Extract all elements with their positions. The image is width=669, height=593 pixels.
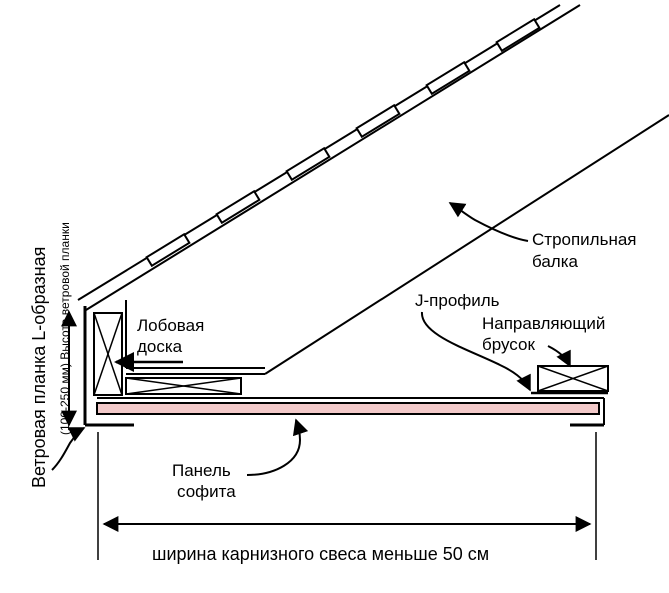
label-soffit-line1: Панель (172, 461, 231, 480)
label-rafter-line2: балка (532, 252, 579, 271)
label-fascia-line2: доска (137, 337, 183, 356)
label-soffit-line2: софита (177, 482, 236, 501)
dimension-lines (97, 432, 597, 560)
roof-shingles (145, 17, 541, 268)
soffit-panel (96, 397, 604, 415)
leader-soffit (246, 418, 309, 476)
label-wind-strip: Ветровая планка L-образная (29, 247, 49, 488)
leader-wind-strip (51, 427, 86, 471)
label-overhang-width: ширина карнизного свеса меньше 50 см (152, 544, 489, 564)
label-guide-bar-line2: брусок (482, 335, 535, 354)
leader-j-profile (420, 311, 531, 392)
label-fascia-line1: Лобовая (137, 316, 204, 335)
label-wind-strip-height: (100-250 мм) Высота ветровой планки (58, 222, 72, 435)
leader-rafter (448, 202, 529, 242)
fascia-board (93, 312, 123, 396)
rafter-beam (125, 114, 669, 375)
label-guide-bar-line1: Направляющий (482, 314, 605, 333)
nailer-block (125, 377, 242, 395)
leader-guide-bar (547, 345, 571, 368)
label-rafter-line1: Стропильная (532, 230, 637, 249)
j-profile-right (570, 398, 605, 427)
guide-bar (531, 365, 609, 395)
label-j-profile: J-профиль (415, 291, 500, 310)
